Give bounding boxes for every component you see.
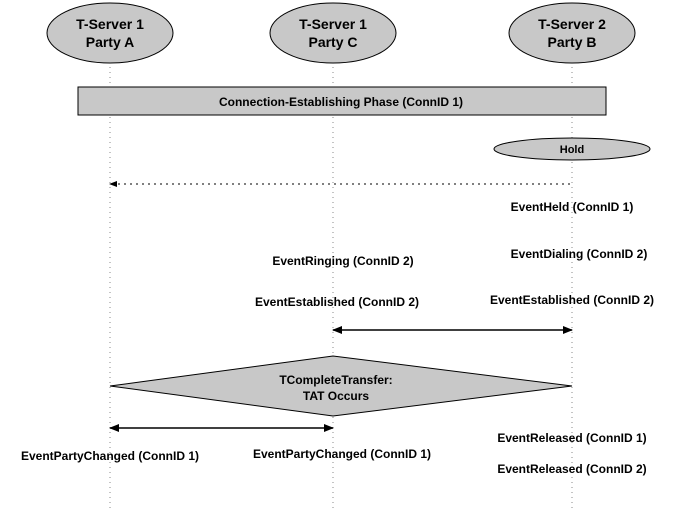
- participant-party-b-line1: T-Server 2: [538, 16, 606, 32]
- transfer-diamond: TCompleteTransfer: TAT Occurs: [109, 355, 573, 417]
- phase-bar: Connection-Establishing Phase (ConnID 1): [77, 86, 607, 116]
- event-dialing-label: EventDialing (ConnID 2): [511, 247, 648, 261]
- event-established-b-label: EventEstablished (ConnID 2): [490, 293, 654, 307]
- phase-bar-label: Connection-Establishing Phase (ConnID 1): [219, 95, 463, 109]
- hold-label: Hold: [560, 144, 584, 156]
- event-released-1-label: EventReleased (ConnID 1): [497, 431, 646, 445]
- event-held-label: EventHeld (ConnID 1): [511, 200, 634, 214]
- transfer-diamond-line1: TCompleteTransfer:: [279, 373, 392, 387]
- event-party-changed-c-label: EventPartyChanged (ConnID 1): [253, 447, 431, 461]
- participant-party-c-line1: T-Server 1: [299, 16, 367, 32]
- event-established-c-label: EventEstablished (ConnID 2): [255, 295, 419, 309]
- hold-box: Hold: [493, 137, 651, 161]
- participant-party-a-line2: Party A: [86, 34, 135, 50]
- participant-party-b-line2: Party B: [547, 34, 596, 50]
- participant-party-b: T-Server 2 Party B: [508, 2, 636, 64]
- participant-party-c-line2: Party C: [308, 34, 357, 50]
- participant-party-c: T-Server 1 Party C: [269, 2, 397, 64]
- participant-party-a: T-Server 1 Party A: [46, 2, 174, 64]
- transfer-diamond-line2: TAT Occurs: [303, 389, 370, 403]
- event-released-2-label: EventReleased (ConnID 2): [497, 462, 646, 476]
- event-ringing-label: EventRinging (ConnID 2): [272, 254, 413, 268]
- event-party-changed-a-label: EventPartyChanged (ConnID 1): [21, 449, 199, 463]
- participant-party-a-line1: T-Server 1: [76, 16, 144, 32]
